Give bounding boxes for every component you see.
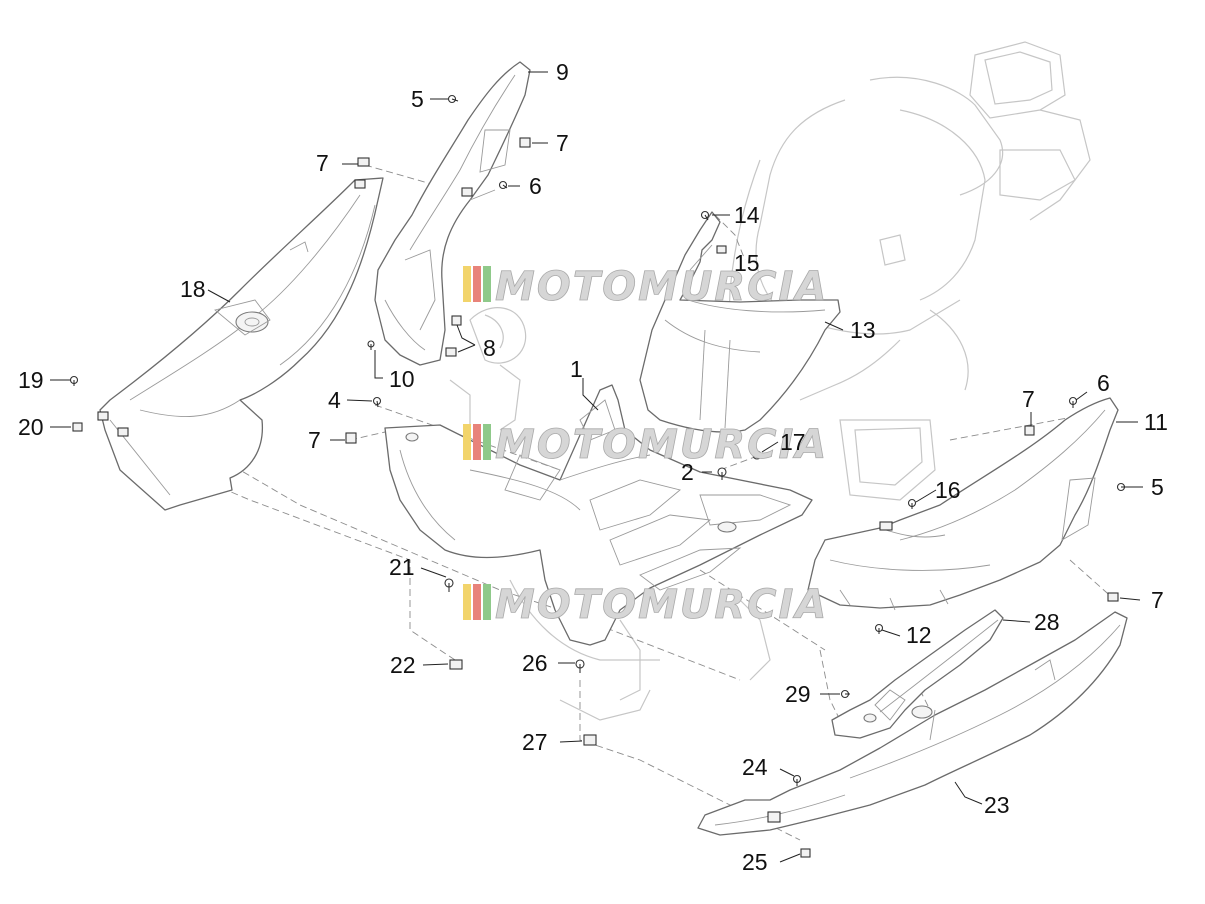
watermark-stripe [463,424,471,460]
callout-11: 11 [1144,409,1168,435]
watermark-stripe [473,584,481,620]
callout-26: 26 [522,650,548,676]
watermark-stripe [473,424,481,460]
watermark-middle: MOTOMURCIA [463,422,828,468]
watermark-stripe [463,266,471,302]
left-side-panel [97,177,384,511]
watermark-stripe [483,584,491,620]
watermark-text: MOTOMURCIA [495,264,828,310]
callout-23: 23 [984,792,1010,818]
callout-leaders [50,71,1143,863]
callout-19: 19 [18,367,44,393]
callout-5-top: 5 [411,86,424,112]
callout-12: 12 [906,622,932,648]
callout-10: 10 [389,366,415,392]
right-side-panel [807,397,1119,611]
callout-21: 21 [389,554,415,580]
watermark-stripe [473,266,481,302]
callout-5-right: 5 [1151,474,1164,500]
callout-22: 22 [390,652,416,678]
watermark-stripe [483,266,491,302]
callout-4: 4 [328,387,341,413]
callout-25: 25 [742,849,768,875]
callout-29: 29 [785,681,811,707]
front-inner-panel [374,61,531,366]
callout-20: 20 [18,414,44,440]
callout-2: 2 [681,459,694,485]
callout-13: 13 [850,317,876,343]
hardware-items [69,94,1126,858]
callout-labels: 1 2 4 5 5 6 6 7 7 7 7 7 8 9 10 11 12 13 … [18,59,1168,875]
footrest-floor [384,384,813,646]
callout-17: 17 [780,429,806,455]
callout-24: 24 [742,754,768,780]
callout-27: 27 [522,729,548,755]
watermark-text: MOTOMURCIA [495,582,828,628]
callout-9: 9 [556,59,569,85]
right-lower-skirt [697,611,1128,836]
callout-14: 14 [734,202,760,228]
rear-bracket [831,609,1004,739]
callout-1: 1 [570,356,583,382]
callout-7-top: 7 [556,130,569,156]
callout-6-right: 6 [1097,370,1110,396]
watermark-text: MOTOMURCIA [495,422,828,468]
callout-7-right-top: 7 [1022,386,1035,412]
callout-18: 18 [180,276,206,302]
callout-8: 8 [483,335,496,361]
callout-16: 16 [935,477,961,503]
callout-7-left: 7 [308,427,321,453]
callout-15: 15 [734,250,760,276]
watermark-stripe [463,584,471,620]
callout-6-top: 6 [529,173,542,199]
watermark-stripe [483,424,491,460]
callout-28: 28 [1034,609,1060,635]
watermark-top: MOTOMURCIA [463,264,828,310]
callout-7-right: 7 [1151,587,1164,613]
scooter-frame-outline [449,41,1091,721]
watermark-bottom: MOTOMURCIA [463,582,828,628]
upper-leg-shield [639,211,841,433]
callout-7-left-top: 7 [316,150,329,176]
